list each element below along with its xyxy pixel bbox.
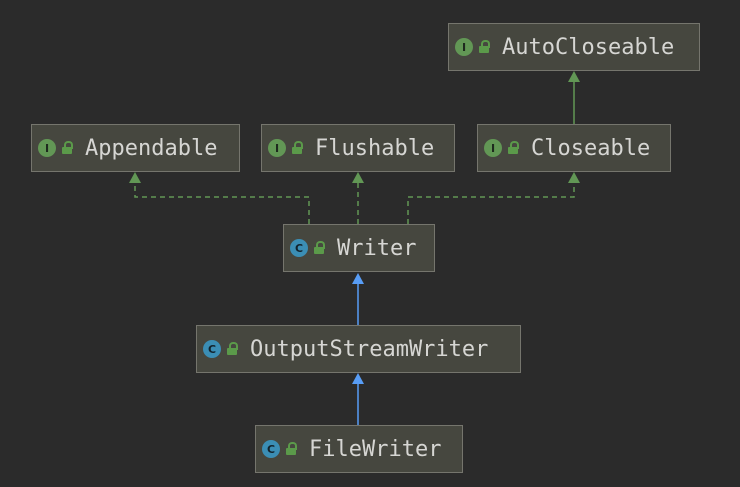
node-writer[interactable]: C Writer: [283, 224, 435, 272]
abstract-class-icon: C: [290, 239, 308, 257]
node-filewriter[interactable]: C FileWriter: [255, 425, 463, 473]
interface-icon: I: [484, 139, 502, 157]
node-label: Appendable: [85, 135, 218, 161]
node-label: Flushable: [315, 135, 435, 161]
lock-icon: [507, 140, 519, 156]
edge-line: [134, 183, 310, 224]
node-label: OutputStreamWriter: [250, 336, 489, 362]
arrowhead-icon: [352, 273, 364, 284]
edge-writer-closeable: [407, 172, 580, 224]
node-label: Closeable: [531, 135, 651, 161]
lock-icon: [313, 240, 325, 256]
edge-closeable-autocloseable: [568, 71, 580, 124]
node-label: AutoCloseable: [502, 34, 675, 60]
edge-outputstreamwriter-writer: [352, 273, 364, 325]
node-closeable[interactable]: I Closeable: [477, 124, 671, 172]
arrowhead-icon: [352, 373, 364, 384]
class-icon: C: [203, 340, 221, 358]
lock-icon: [226, 341, 238, 357]
class-icon: C: [262, 440, 280, 458]
lock-icon: [478, 39, 490, 55]
edge-writer-flushable: [352, 172, 364, 224]
interface-icon: I: [38, 139, 56, 157]
arrowhead-icon: [129, 172, 141, 183]
node-label: FileWriter: [309, 436, 442, 462]
node-appendable[interactable]: I Appendable: [31, 124, 240, 172]
edge-writer-appendable: [129, 172, 310, 224]
node-autocloseable[interactable]: I AutoCloseable: [448, 23, 700, 71]
lock-icon: [291, 140, 303, 156]
node-label: Writer: [337, 235, 417, 261]
interface-icon: I: [268, 139, 286, 157]
arrowhead-icon: [352, 172, 364, 183]
node-flushable[interactable]: I Flushable: [261, 124, 455, 172]
edge-line: [407, 183, 575, 224]
interface-icon: I: [455, 38, 473, 56]
arrowhead-icon: [568, 71, 580, 82]
lock-icon: [285, 441, 297, 457]
edge-filewriter-outputstreamwriter: [352, 373, 364, 425]
node-outputstreamwriter[interactable]: C OutputStreamWriter: [196, 325, 521, 373]
lock-icon: [61, 140, 73, 156]
arrowhead-icon: [568, 172, 580, 183]
